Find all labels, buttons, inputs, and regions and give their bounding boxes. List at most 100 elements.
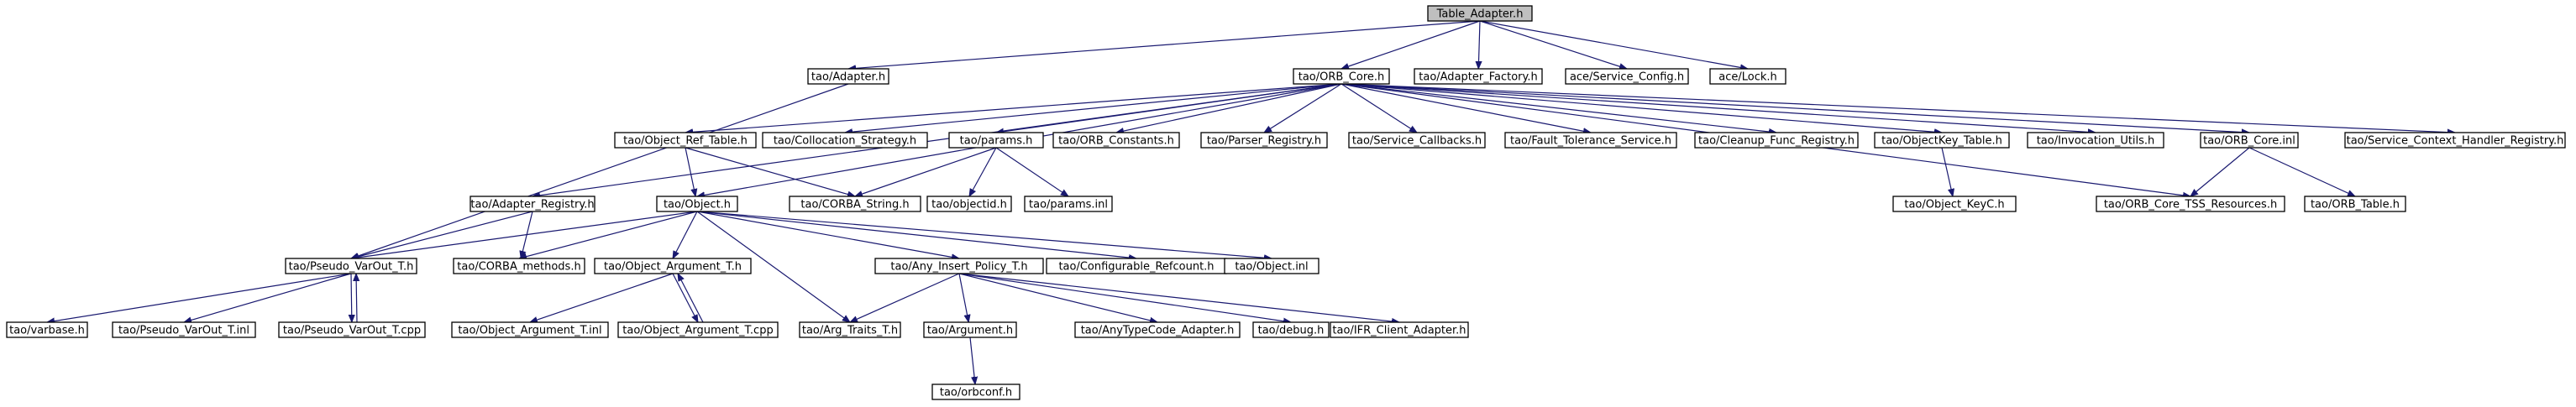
node-adapter-factory[interactable]: tao/Adapter_Factory.h (1414, 68, 1543, 85)
node-objectid[interactable]: tao/objectid.h (926, 196, 1012, 212)
node-object-argument-cpp[interactable]: tao/Object_Argument_T.cpp (617, 321, 779, 338)
node-label: tao/params.h (960, 135, 1033, 148)
edge-objectkey-table-to-object-keyc (1941, 147, 1953, 196)
node-label: Table_Adapter.h (1436, 8, 1524, 21)
node-orb-core[interactable]: tao/ORB_Core.h (1293, 68, 1390, 85)
node-box (1224, 258, 1319, 274)
node-debug[interactable]: tao/debug.h (1252, 321, 1330, 338)
node-adapter-registry[interactable]: tao/Adapter_Registry.h (470, 196, 595, 212)
node-pseudo-varout-cpp[interactable]: tao/Pseudo_VarOut_T.cpp (278, 321, 426, 338)
node-box (278, 321, 426, 338)
edge-orb-core-to-orb-constants (1116, 83, 1342, 133)
edge-pseudo-varout-to-pseudo-varout-cpp (351, 273, 352, 322)
node-label: tao/Parser_Registry.h (1207, 135, 1321, 148)
node-lock[interactable]: ace/Lock.h (1709, 68, 1786, 85)
node-params-h[interactable]: tao/params.h (948, 132, 1044, 149)
node-label: tao/Object_Argument_T.cpp (622, 325, 773, 337)
node-box (1052, 132, 1180, 149)
node-box (2344, 132, 2566, 149)
node-orb-core-tss[interactable]: tao/ORB_Core_TSS_Resources.h (2096, 196, 2285, 212)
node-box (1874, 132, 2010, 149)
node-label: tao/CORBA_String.h (800, 199, 909, 211)
edge-orb-core-to-objectkey-table (1340, 83, 1942, 133)
edge-params-h-to-corba-string (855, 147, 997, 196)
node-orb-table[interactable]: tao/ORB_Table.h (2304, 196, 2406, 212)
node-label: tao/Adapter.h (811, 71, 885, 84)
edge-object-argument-cpp-to-object-argument (678, 274, 704, 323)
node-service-callbacks[interactable]: tao/Service_Callbacks.h (1348, 132, 1486, 149)
node-label: tao/Service_Callbacks.h (1352, 135, 1482, 148)
node-label: tao/IFR_Client_Adapter.h (1332, 325, 1466, 337)
node-table-adapter[interactable]: Table_Adapter.h (1427, 5, 1533, 22)
node-label: tao/AnyTypeCode_Adapter.h (1081, 325, 1235, 337)
node-corba-methods[interactable]: tao/CORBA_methods.h (453, 258, 585, 274)
node-collocation-strategy[interactable]: tao/Collocation_Strategy.h (762, 132, 928, 149)
node-label: tao/CORBA_methods.h (457, 261, 580, 274)
node-service-context[interactable]: tao/Service_Context_Handler_Registry.h (2344, 132, 2566, 149)
node-label: tao/Service_Context_Handler_Registry.h (2347, 135, 2564, 148)
node-pseudo-varout-inl[interactable]: tao/Pseudo_VarOut_T.inl (112, 321, 256, 338)
edge-pseudo-varout-cpp-to-pseudo-varout (356, 274, 357, 323)
node-object-keyc[interactable]: tao/Object_KeyC.h (1892, 196, 2017, 212)
edge-orb-core-to-cleanup-func (1340, 83, 1776, 133)
node-object-h[interactable]: tao/Object.h (656, 196, 738, 212)
edge-any-insert-to-arg-traits (850, 273, 960, 323)
node-label: tao/Object.inl (1235, 261, 1308, 274)
edge-orb-core-to-parser-registry (1264, 83, 1342, 133)
node-orb-constants[interactable]: tao/ORB_Constants.h (1052, 132, 1180, 149)
node-label: tao/Pseudo_VarOut_T.inl (118, 325, 249, 337)
node-adapter[interactable]: tao/Adapter.h (807, 68, 889, 85)
edge-argument-to-orbconf (969, 337, 975, 384)
node-any-insert[interactable]: tao/Any_Insert_Policy_T.h (874, 258, 1044, 274)
edge-orb-core-inl-to-orb-core-tss (2190, 147, 2250, 196)
node-service-config[interactable]: ace/Service_Config.h (1565, 68, 1689, 85)
node-box (1348, 132, 1486, 149)
node-invocation-utils[interactable]: tao/Invocation_Utils.h (2027, 132, 2164, 149)
node-label: tao/Cleanup_Func_Registry.h (1698, 135, 1855, 148)
edge-table-adapter-to-service-config (1479, 20, 1627, 69)
node-label: tao/ORB_Core.h (1298, 71, 1385, 84)
node-object-argument-inl[interactable]: tao/Object_Argument_T.inl (451, 321, 609, 338)
node-params-inl[interactable]: tao/params.inl (1024, 196, 1113, 212)
node-anytypecode-adapter[interactable]: tao/AnyTypeCode_Adapter.h (1074, 321, 1241, 338)
edge-adapter-to-pseudo-varout (351, 83, 849, 258)
node-argument[interactable]: tao/Argument.h (923, 321, 1017, 338)
node-box (6, 321, 88, 338)
node-arg-traits[interactable]: tao/Arg_Traits_T.h (799, 321, 901, 338)
edge-pseudo-varout-to-pseudo-varout-inl (184, 273, 352, 322)
node-box (2027, 132, 2164, 149)
edge-orb-core-inl-to-orb-table (2248, 147, 2355, 197)
edge-object-h-to-any-insert (696, 211, 959, 258)
node-label: tao/Object_Argument_T.h (604, 261, 742, 274)
node-object-argument[interactable]: tao/Object_Argument_T.h (594, 258, 752, 274)
node-configurable-refcount[interactable]: tao/Configurable_Refcount.h (1046, 258, 1227, 274)
node-objectkey-table[interactable]: tao/ObjectKey_Table.h (1874, 132, 2010, 149)
node-label: tao/Object_KeyC.h (1904, 199, 2004, 211)
node-object-ref-table[interactable]: tao/Object_Ref_Table.h (614, 132, 757, 149)
node-box (1024, 196, 1113, 212)
edge-orb-core-to-params-h (996, 83, 1342, 133)
node-box (789, 196, 921, 212)
node-ifr-client-adapter[interactable]: tao/IFR_Client_Adapter.h (1330, 321, 1469, 338)
edge-any-insert-to-debug (958, 273, 1291, 322)
edge-object-h-to-object-inl (696, 211, 1272, 258)
edge-object-ref-table-to-object-h (685, 147, 695, 196)
node-parser-registry[interactable]: tao/Parser_Registry.h (1200, 132, 1328, 149)
node-pseudo-varout[interactable]: tao/Pseudo_VarOut_T.h (285, 258, 417, 274)
node-cleanup-func[interactable]: tao/Cleanup_Func_Registry.h (1694, 132, 1859, 149)
node-label: tao/Pseudo_VarOut_T.h (289, 261, 414, 274)
node-object-inl[interactable]: tao/Object.inl (1224, 258, 1319, 274)
node-layer: Table_Adapter.h tao/Adapter.h tao/ORB_Core… (6, 5, 2566, 400)
node-varbase[interactable]: tao/varbase.h (6, 321, 88, 338)
node-orb-core-inl[interactable]: tao/ORB_Core.inl (2200, 132, 2299, 149)
node-box (1200, 132, 1328, 149)
edge-object-h-to-arg-traits (696, 211, 850, 322)
edge-table-adapter-to-adapter (848, 20, 1481, 69)
node-orbconf[interactable]: tao/orbconf.h (931, 384, 1020, 400)
node-box (923, 321, 1017, 338)
edge-object-h-to-corba-methods (519, 211, 698, 258)
node-corba-string[interactable]: tao/CORBA_String.h (789, 196, 921, 212)
node-fault-tolerance[interactable]: tao/Fault_Tolerance_Service.h (1504, 132, 1677, 149)
node-label: tao/ORB_Constants.h (1058, 135, 1174, 148)
